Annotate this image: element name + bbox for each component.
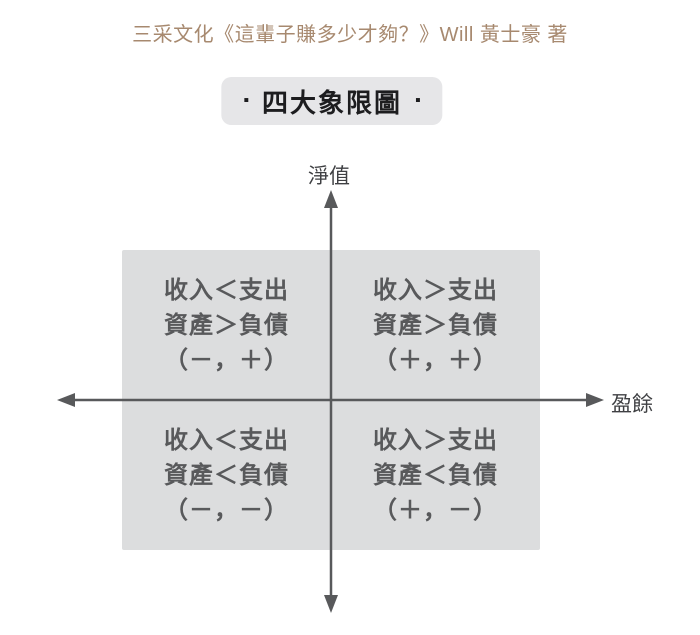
quadrant-line: （＋，－）	[373, 496, 498, 524]
quadrant-line: 收入＜支出	[164, 426, 289, 454]
x-axis-label: 盈餘	[611, 393, 653, 416]
y-axis-label: 淨值	[308, 165, 350, 188]
quadrant-line: 資產＜負債	[164, 461, 289, 489]
quadrant-bottom-left: 收入＜支出 資產＜負債 （－，－）	[122, 400, 331, 550]
quadrant-grid: 收入＜支出 資產＞負債 （－，＋） 收入＞支出 資產＞負債 （＋，＋） 收入＜支…	[122, 250, 540, 550]
quadrant-line: 收入＞支出	[373, 276, 498, 304]
quadrant-top-left: 收入＜支出 資產＞負債 （－，＋）	[122, 250, 331, 400]
square-bullet-icon: ▪	[243, 92, 249, 109]
y-axis-bottom-arrow-icon	[324, 595, 338, 613]
quadrant-line: 收入＜支出	[164, 276, 289, 304]
quadrant-line: （－，＋）	[164, 346, 289, 374]
diagram-title: 四大象限圖	[261, 87, 403, 118]
quadrant-line: （－，－）	[164, 496, 289, 524]
quadrant-line: 資產＞負債	[164, 311, 289, 339]
quadrant-top-right: 收入＞支出 資產＞負債 （＋，＋）	[331, 250, 540, 400]
book-title: 三采文化《這輩子賺多少才夠？》Will 黃士豪 著	[132, 24, 568, 46]
quadrant-bottom-right: 收入＞支出 資產＜負債 （＋，－）	[331, 400, 540, 550]
diagram-title-badge: ▪ 四大象限圖 ▪	[221, 77, 443, 125]
quadrant-line: （＋，＋）	[373, 346, 498, 374]
x-axis-right-arrow-icon	[586, 393, 604, 407]
quadrant-line: 資產＞負債	[373, 311, 498, 339]
quadrant-line: 資產＜負債	[373, 461, 498, 489]
square-bullet-icon: ▪	[415, 92, 421, 109]
x-axis-left-arrow-icon	[57, 393, 75, 407]
y-axis-top-arrow-icon	[324, 190, 338, 208]
quadrant-line: 收入＞支出	[373, 426, 498, 454]
